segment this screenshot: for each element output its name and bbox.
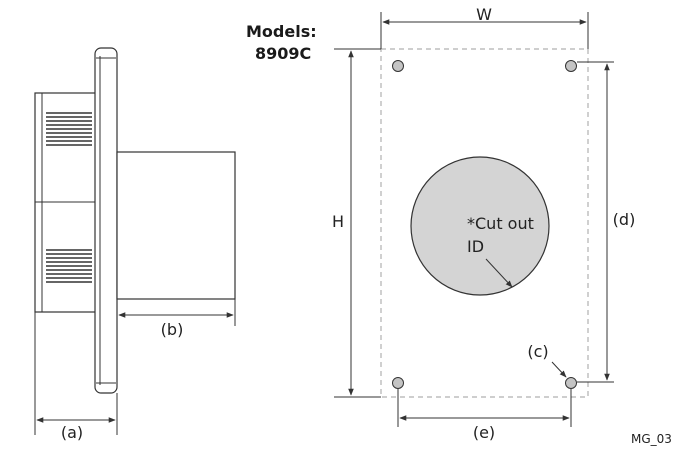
dim-d-label-bg	[610, 205, 638, 231]
dim-w-label: W	[476, 5, 492, 24]
models-label: Models:	[246, 22, 317, 41]
dim-h-label-bg	[328, 208, 348, 232]
dim-h-label: H	[332, 212, 344, 231]
figure-code: MG_03	[631, 432, 672, 446]
model-number: 8909C	[255, 44, 311, 63]
dim-c-label: (c)	[527, 342, 548, 361]
upper-vent-slots	[46, 112, 92, 146]
protruding-body	[116, 151, 236, 300]
mounting-hole-top-left	[392, 60, 404, 72]
front-view: Models: 8909C W H *Cut out ID (d) (c)	[246, 5, 672, 446]
dim-b-label: (b)	[161, 320, 184, 339]
dim-c-leader	[551, 361, 567, 378]
mounting-hole-top-right	[565, 60, 577, 72]
cutout-label-line1: *Cut out	[467, 214, 534, 233]
dim-a-label: (a)	[61, 423, 83, 442]
mounting-hole-bottom-right	[565, 377, 577, 389]
mounting-hole-bottom-left	[392, 377, 404, 389]
lower-vent-slots	[46, 249, 92, 283]
plate-outline-dashed	[380, 48, 589, 398]
dim-e-label: (e)	[473, 423, 495, 442]
cutout-label-line2: ID	[467, 237, 484, 256]
dim-d-label: (d)	[613, 210, 636, 229]
cutout-leader	[485, 258, 513, 288]
side-view: (b) (a)	[34, 47, 236, 442]
front-plate	[94, 47, 118, 394]
cutout-circle	[410, 156, 550, 296]
